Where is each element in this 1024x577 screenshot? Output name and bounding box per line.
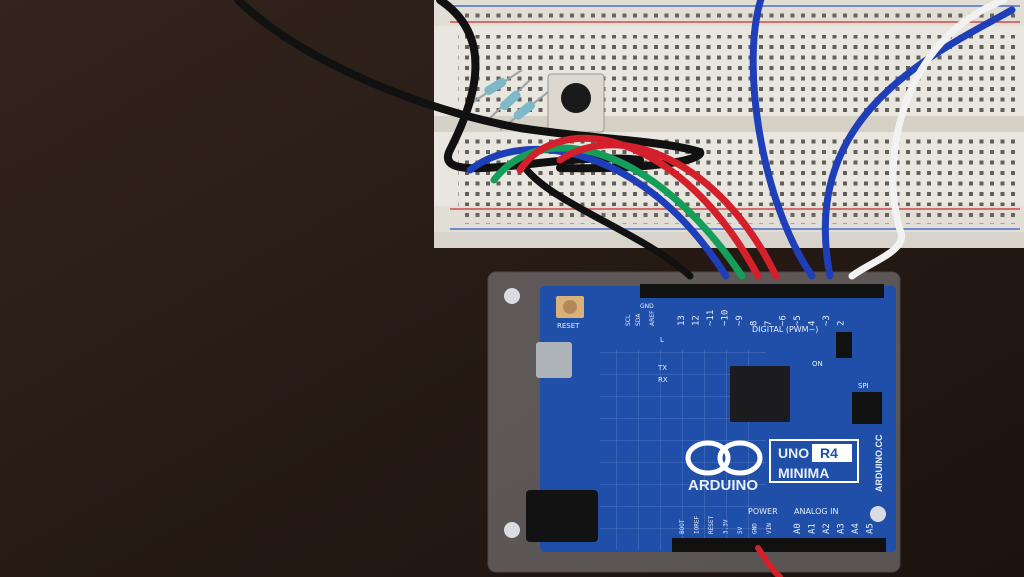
model-r4: R4 [820,445,838,461]
board-labels: ARDUINO UNO R4 MINIMA ARDUINO.CC DIGITAL… [557,303,884,534]
arduino-board [487,271,901,573]
analog-pin-label: A2 [822,523,832,534]
breadboard [434,0,1024,248]
analog-pin-label: A1 [808,523,818,534]
logo-word: ARDUINO [688,477,758,494]
digital-pin-label: 2 [837,321,847,326]
power-pin-label: 3.3V [723,519,730,534]
side-brand: ARDUINO.CC [874,434,884,492]
aref-label: AREF [649,310,656,326]
digital-pin-label: 8 [750,321,760,326]
analog-pin-labels: A0 A1 A2 A3 A4 A5 [793,523,876,534]
power-pin-label: IOREF [694,516,701,534]
gnd-label: GND [640,303,654,310]
digital-pin-label: 13 [677,315,687,326]
sda-label: SDA [635,313,642,326]
digital-pin-label: ~11 [706,310,716,326]
digital-pin-label: ~6 [779,315,789,326]
rx-label: RX [658,376,668,384]
analog-pin-label: A4 [851,523,861,534]
arduino-logo [685,440,763,476]
power-pin-label: RESET [708,516,715,534]
digital-pin-label: ~5 [793,315,803,326]
l-label: L [660,336,664,344]
digital-pin-label: ~3 [822,315,832,326]
power-pin-label: BOOT [679,519,686,534]
on-label: ON [812,360,823,368]
analog-pin-label: A3 [837,523,847,534]
analog-pin-label: A5 [866,523,876,534]
power-pin-labels: BOOT IOREF RESET 3.3V 5V GND VIN [679,516,773,534]
power-pin-label: GND [752,523,759,534]
model-line2: MINIMA [778,465,829,481]
digital-pin-label: ~9 [735,315,745,326]
power-label: POWER [748,507,778,516]
analog-pin-label: A0 [793,523,803,534]
push-button [547,73,605,133]
digital-label: DIGITAL (PWM~) [752,325,818,334]
digital-pin-label: 12 [692,315,702,326]
spi-label: SPI [858,382,869,390]
tx-label: TX [657,364,667,372]
power-pin-label: 5V [737,526,744,534]
reset-label: RESET [557,322,580,330]
digital-pin-label: ~10 [721,310,731,326]
power-pin-label: VIN [766,523,773,534]
analog-label: ANALOG IN [794,507,839,516]
digital-pin-label: 7 [764,321,774,326]
wires [234,0,1016,577]
resistors [469,69,549,131]
scl-label: SCL [625,314,632,326]
digital-pin-label: 4 [808,321,818,326]
model-line1: UNO [778,445,809,461]
